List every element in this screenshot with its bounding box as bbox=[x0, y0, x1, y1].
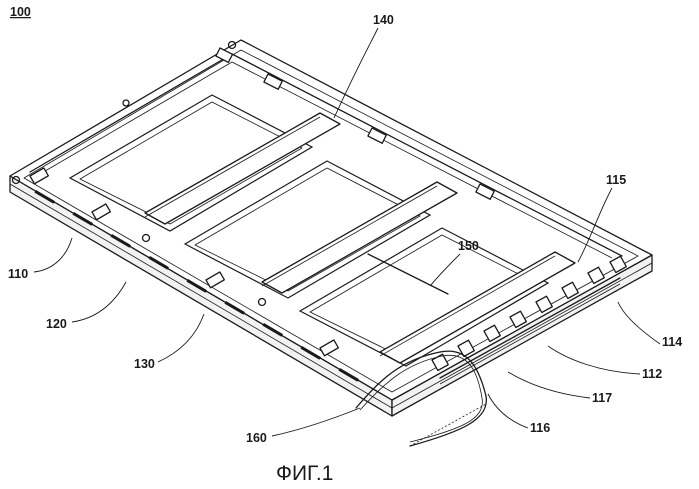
leader-130 bbox=[158, 314, 204, 362]
ref-117: 117 bbox=[592, 391, 612, 405]
ref-116: 116 bbox=[530, 421, 550, 435]
ref-150: 150 bbox=[458, 239, 479, 253]
leader-110 bbox=[34, 238, 72, 272]
leader-120 bbox=[72, 282, 126, 322]
leader-112 bbox=[548, 346, 640, 374]
figure-caption: ФИГ.1 bbox=[276, 462, 333, 485]
ref-115: 115 bbox=[606, 173, 626, 187]
ref-110: 110 bbox=[8, 267, 28, 281]
leader-114 bbox=[618, 302, 660, 344]
ref-112: 112 bbox=[642, 367, 662, 381]
assembly-ref-100: 100 bbox=[10, 5, 31, 19]
ref-120: 120 bbox=[46, 317, 67, 331]
ref-130: 130 bbox=[134, 357, 155, 371]
leader-117 bbox=[508, 372, 590, 398]
ref-140: 140 bbox=[373, 13, 394, 27]
ref-114: 114 bbox=[662, 335, 682, 349]
ref-160: 160 bbox=[246, 431, 267, 445]
leader-116 bbox=[488, 394, 528, 428]
leader-160 bbox=[272, 408, 360, 436]
